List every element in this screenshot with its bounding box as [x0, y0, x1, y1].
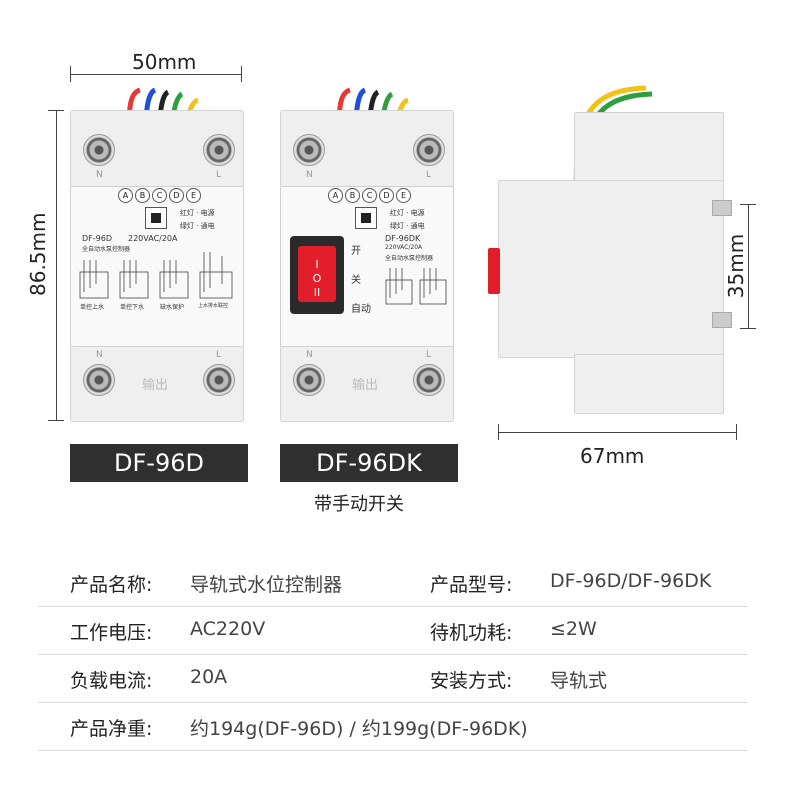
- spec-label: 产品名称:: [70, 574, 153, 596]
- terminal-l-bottom: L: [426, 350, 432, 360]
- dim-tick-right: [241, 66, 242, 82]
- indicator-window: [145, 207, 167, 229]
- side-switch-edge: [488, 248, 500, 294]
- spec-label: 工作电压:: [70, 622, 153, 644]
- output-label: 输出: [352, 378, 379, 393]
- dim-tick-left: [70, 66, 71, 82]
- spec-value: 约194g(DF-96D) / 约199g(DF-96DK): [190, 718, 528, 740]
- spec-label: 产品型号:: [430, 574, 513, 596]
- terminal-n-top: N: [306, 170, 313, 180]
- terminal-a: A: [118, 188, 133, 203]
- terminal-l-top: L: [216, 170, 222, 180]
- spec-label: 安装方式:: [430, 670, 513, 692]
- model-label: DF-96DK: [385, 234, 421, 243]
- spec-value: 导轨式水位控制器: [190, 574, 343, 596]
- manual-switch-subtitle: 带手动开关: [314, 494, 404, 515]
- screw-icon: [293, 364, 325, 396]
- rating-label: 220VAC/20A: [385, 244, 423, 251]
- dim-line-height: [56, 110, 57, 420]
- wiring-diagram-df96dk: [385, 268, 447, 305]
- dim-tick-left: [498, 424, 499, 440]
- screw-icon: [413, 134, 445, 166]
- legend-green: 绿灯 · 通电: [180, 222, 215, 230]
- mode-label: 单控下水: [120, 304, 145, 311]
- spec-row: 负载电流: 20A 安装方式: 导轨式: [38, 654, 747, 703]
- spec-row: 产品名称: 导轨式水位控制器 产品型号: DF-96D/DF-96DK: [38, 558, 747, 607]
- rating-label: 220VAC/20A: [128, 234, 178, 243]
- name-bar-df96dk: DF-96DK: [280, 444, 458, 482]
- terminal-d: D: [169, 188, 184, 203]
- screw-icon: [83, 364, 115, 396]
- spec-label: 负载电流:: [70, 670, 153, 692]
- legend-red: 红灯 · 电源: [390, 209, 425, 217]
- dim-tick-bottom: [740, 328, 756, 329]
- terminal-n-bottom: N: [96, 350, 103, 360]
- dim-line-depth: [498, 432, 736, 433]
- spec-value: DF-96D/DF-96DK: [550, 570, 712, 592]
- screw-icon: [413, 364, 445, 396]
- switch-auto-label: 自动: [351, 304, 371, 315]
- spec-value: ≤2W: [550, 618, 597, 640]
- dim-tick-top: [48, 110, 64, 111]
- terminal-l-top: L: [426, 170, 432, 180]
- spec-row: 工作电压: AC220V 待机功耗: ≤2W: [38, 606, 747, 655]
- terminal-e: E: [396, 188, 411, 203]
- switch-off-icon: O: [312, 272, 322, 285]
- mode-label: 上水排水联控: [198, 303, 229, 309]
- dim-height-label: 86.5mm: [26, 212, 50, 297]
- spec-row: 产品净重: 约194g(DF-96D) / 约199g(DF-96DK): [38, 702, 747, 751]
- spec-value: 导轨式: [550, 670, 608, 692]
- screw-icon: [83, 134, 115, 166]
- spec-label: 产品净重:: [70, 718, 153, 740]
- spec-value: 20A: [190, 666, 228, 688]
- side-top-block: [574, 112, 724, 184]
- dim-tick-bottom: [48, 420, 64, 421]
- switch-off-label: 关: [351, 275, 361, 286]
- switch-mid-icon: II: [313, 286, 321, 299]
- desc-label: 全自动水泵控制器: [82, 246, 131, 253]
- spec-label: 待机功耗:: [430, 622, 513, 644]
- model-label: DF-96D: [82, 234, 112, 243]
- mode-label: 单控上水: [80, 304, 105, 311]
- dim-line-width: [70, 74, 242, 75]
- name-bar-df96d: DF-96D: [70, 444, 248, 482]
- terminal-d: D: [379, 188, 394, 203]
- desc-label: 全自动水泵控制器: [385, 255, 434, 262]
- terminal-c: C: [362, 188, 377, 203]
- device-panel-df96d: [70, 186, 244, 348]
- terminal-n-bottom: N: [306, 350, 313, 360]
- terminal-l-bottom: L: [216, 350, 222, 360]
- legend-red: 红灯 · 电源: [180, 209, 215, 217]
- dim-tick-top: [740, 204, 756, 205]
- terminal-b: B: [345, 188, 360, 203]
- mode-label: 缺水保护: [160, 304, 185, 311]
- switch-on-label: 开: [351, 246, 361, 257]
- screw-icon: [203, 134, 235, 166]
- screw-icon: [293, 134, 325, 166]
- terminal-a: A: [328, 188, 343, 203]
- dim-depth-label: 67mm: [580, 444, 645, 468]
- side-bottom-block: [574, 354, 724, 414]
- dim-width-label: 50mm: [132, 50, 197, 74]
- din-clip-top: [712, 200, 732, 216]
- din-clip-bottom: [712, 312, 732, 328]
- terminal-e: E: [186, 188, 201, 203]
- output-label: 输出: [142, 378, 169, 393]
- switch-on-icon: I: [315, 258, 319, 271]
- dim-line-rail: [748, 204, 749, 328]
- wiring-diagram-df96d: [79, 252, 233, 299]
- dim-rail-label: 35mm: [724, 233, 748, 299]
- terminal-n-top: N: [96, 170, 103, 180]
- terminal-b: B: [135, 188, 150, 203]
- terminal-c: C: [152, 188, 167, 203]
- legend-green: 绿灯 · 通电: [390, 222, 425, 230]
- screw-icon: [203, 364, 235, 396]
- dim-tick-right: [736, 424, 737, 440]
- indicator-window: [355, 207, 377, 229]
- spec-value: AC220V: [190, 618, 266, 640]
- side-main-body: [498, 180, 724, 358]
